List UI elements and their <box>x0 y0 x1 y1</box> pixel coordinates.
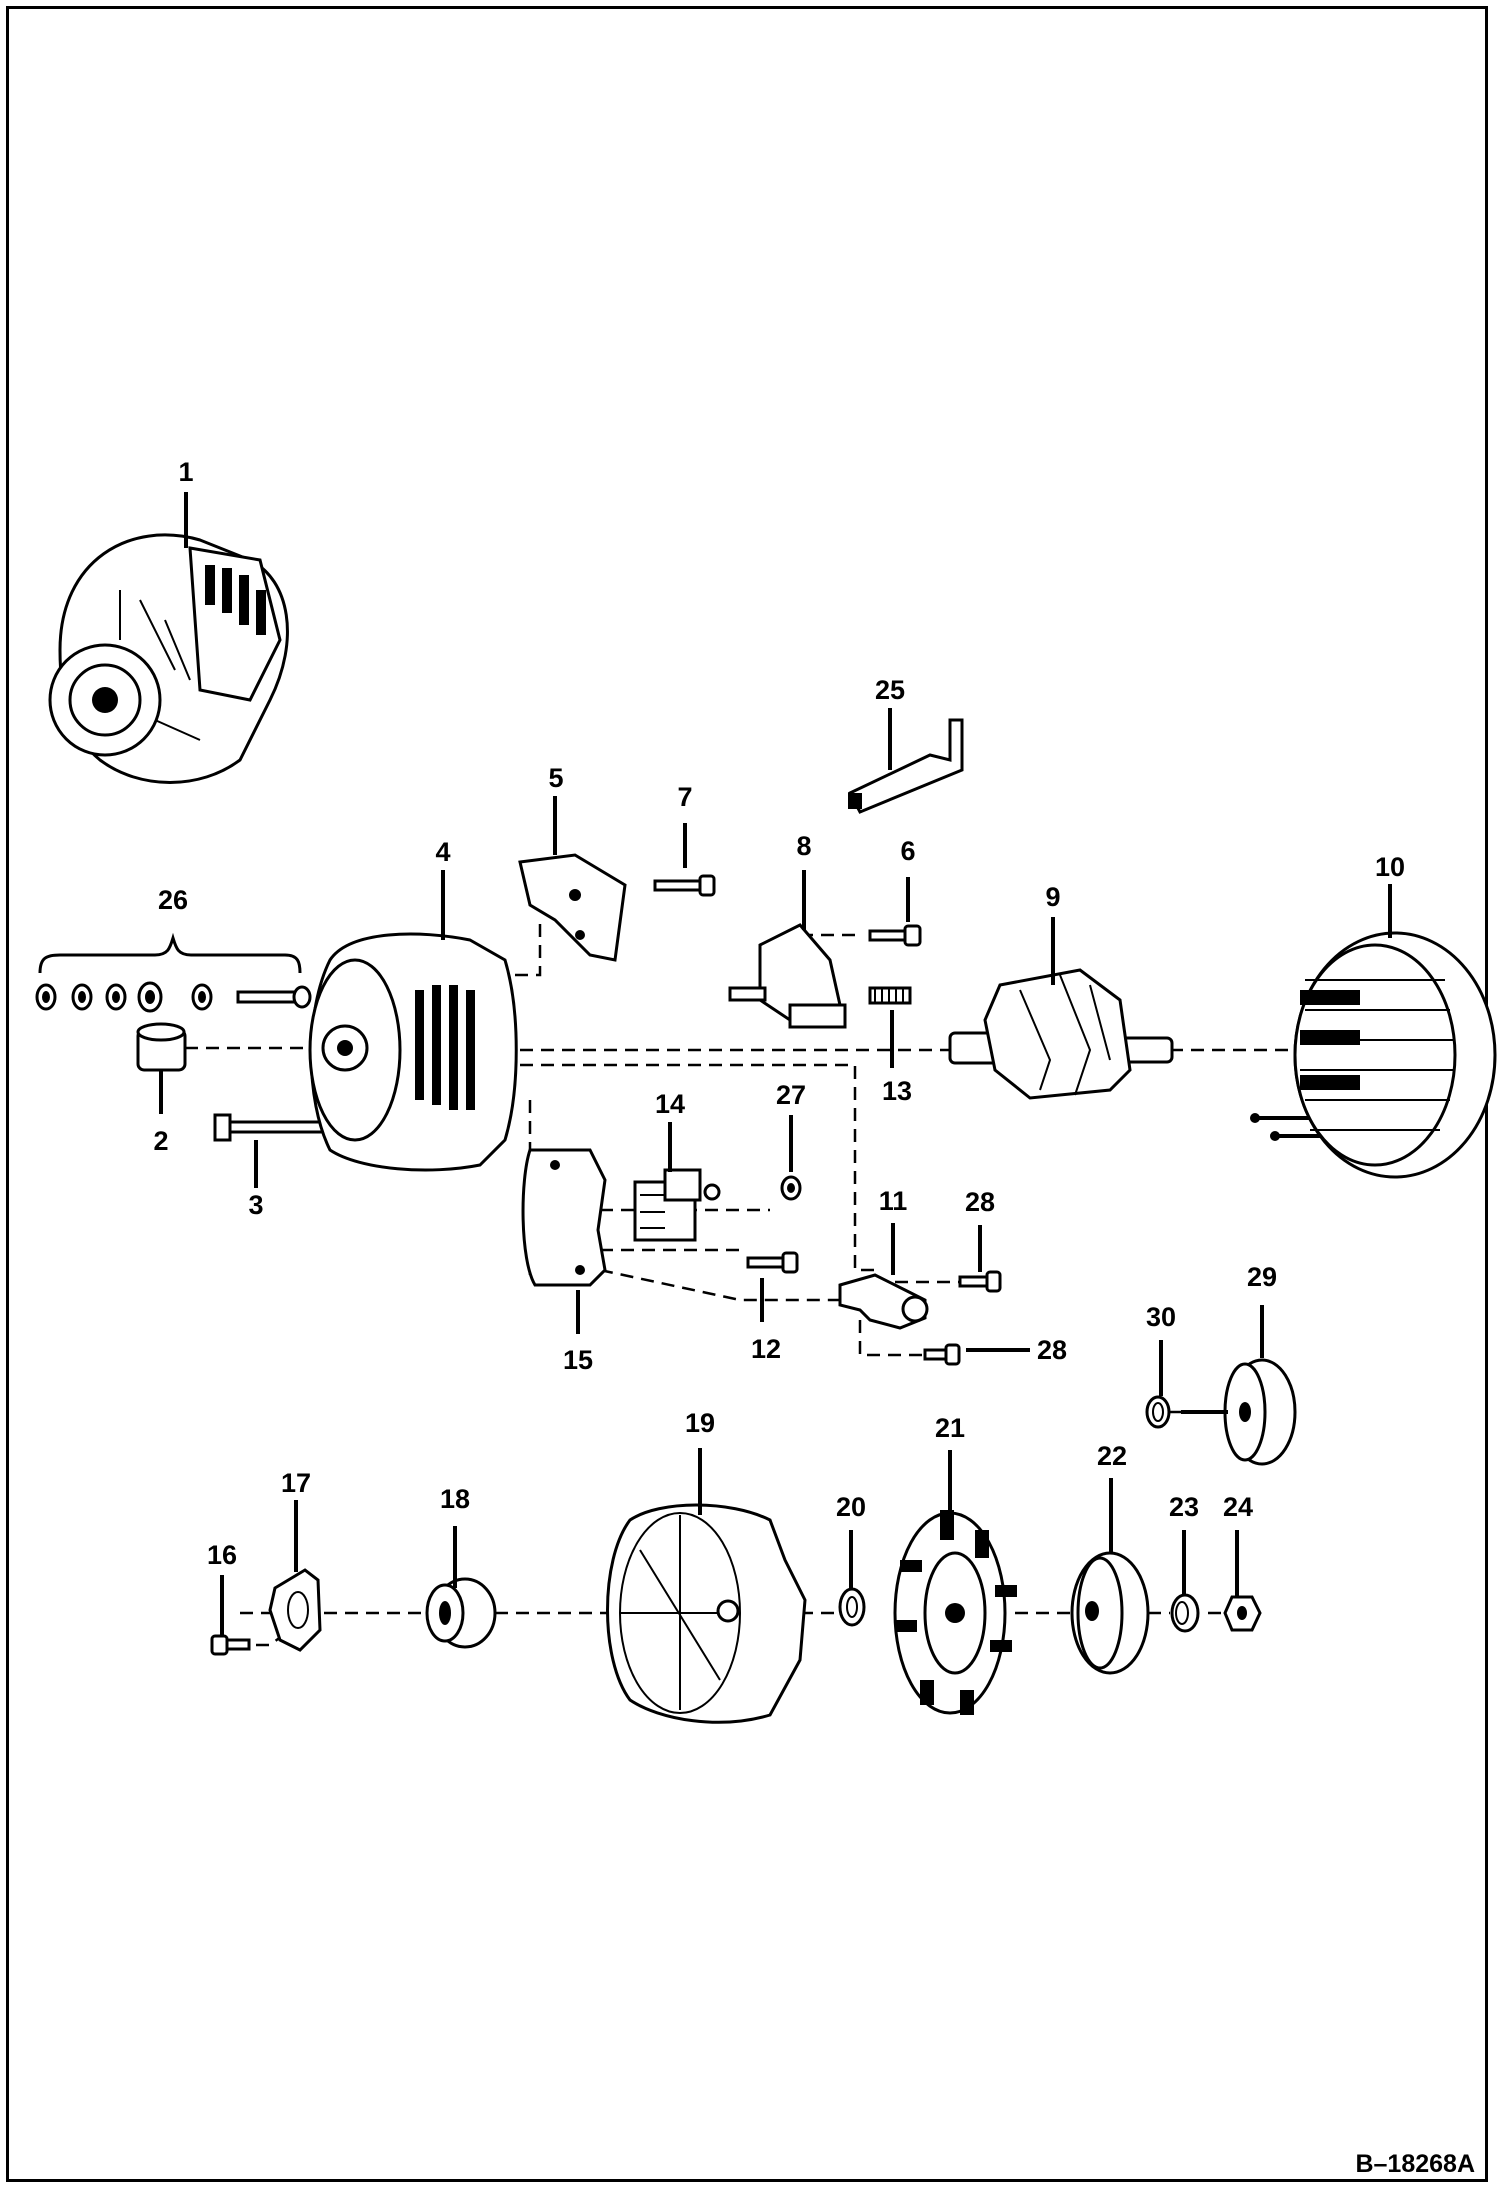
callout-3: 3 <box>248 1190 263 1220</box>
screw-12 <box>746 1251 799 1274</box>
pulley-22 <box>1070 1551 1150 1675</box>
screw-16 <box>210 1634 251 1656</box>
pulley-29 <box>1223 1358 1297 1466</box>
retainer-plate <box>268 1568 322 1652</box>
callout-4: 4 <box>435 837 450 867</box>
fan <box>893 1510 1017 1715</box>
callout-11: 11 <box>879 1186 908 1216</box>
spacer <box>1145 1395 1171 1429</box>
front-housing <box>308 932 518 1172</box>
callout-1: 1 <box>178 457 193 487</box>
callout-25: 25 <box>875 675 905 705</box>
screw-28-lower <box>923 1343 961 1366</box>
screw-28-upper <box>958 1270 1002 1293</box>
callout-17: 17 <box>281 1468 311 1498</box>
callout-16: 16 <box>207 1540 237 1570</box>
hardware-set <box>35 981 312 1013</box>
washer <box>1170 1593 1200 1633</box>
callout-26: 26 <box>158 885 188 915</box>
leader-lines <box>159 492 1392 1636</box>
callout-18: 18 <box>440 1484 470 1514</box>
callout-30: 30 <box>1146 1302 1176 1332</box>
rotor <box>948 968 1174 1100</box>
hardware-group-bracket <box>38 932 302 974</box>
screw-7 <box>653 874 716 897</box>
callout-10: 10 <box>1375 852 1405 882</box>
drive-end-frame <box>606 1503 807 1724</box>
collar <box>838 1587 866 1627</box>
callout-22: 22 <box>1097 1441 1127 1471</box>
callout-5: 5 <box>548 763 563 793</box>
regulator <box>633 1168 721 1242</box>
bushing <box>136 1022 187 1072</box>
terminal-strap <box>847 718 964 814</box>
callout-13: 13 <box>882 1076 912 1106</box>
spring <box>868 986 912 1005</box>
nut-24 <box>1223 1595 1262 1632</box>
stator <box>1250 931 1497 1179</box>
callout-7: 7 <box>677 782 692 812</box>
callout-21: 21 <box>935 1413 965 1443</box>
brush-holder <box>728 923 847 1029</box>
callout-28-upper: 28 <box>965 1187 995 1217</box>
callout-9: 9 <box>1045 882 1060 912</box>
callout-28-lower: 28 <box>1037 1335 1067 1365</box>
callout-6: 6 <box>900 836 915 866</box>
callout-15: 15 <box>563 1345 593 1375</box>
callout-12: 12 <box>751 1334 781 1364</box>
callout-24: 24 <box>1223 1492 1253 1522</box>
callout-2: 2 <box>153 1126 168 1156</box>
mounting-bracket <box>518 853 627 962</box>
callout-20: 20 <box>836 1492 866 1522</box>
through-bolt <box>213 1113 337 1142</box>
nut-27 <box>780 1175 802 1201</box>
rectifier <box>521 1148 607 1287</box>
callout-29: 29 <box>1247 1262 1277 1292</box>
callout-23: 23 <box>1169 1492 1199 1522</box>
callout-19: 19 <box>685 1408 715 1438</box>
figure-reference: B–18268A <box>1355 2150 1475 2178</box>
terminal <box>838 1273 929 1330</box>
callout-8: 8 <box>796 831 811 861</box>
bearing <box>425 1577 497 1649</box>
screw-6 <box>868 924 922 947</box>
assembled-alternator <box>48 533 289 784</box>
callout-14: 14 <box>655 1089 685 1119</box>
callout-27: 27 <box>776 1080 806 1110</box>
callout-labels: 1 2 3 4 5 6 7 8 9 10 11 12 13 14 15 16 1… <box>153 457 1405 1570</box>
